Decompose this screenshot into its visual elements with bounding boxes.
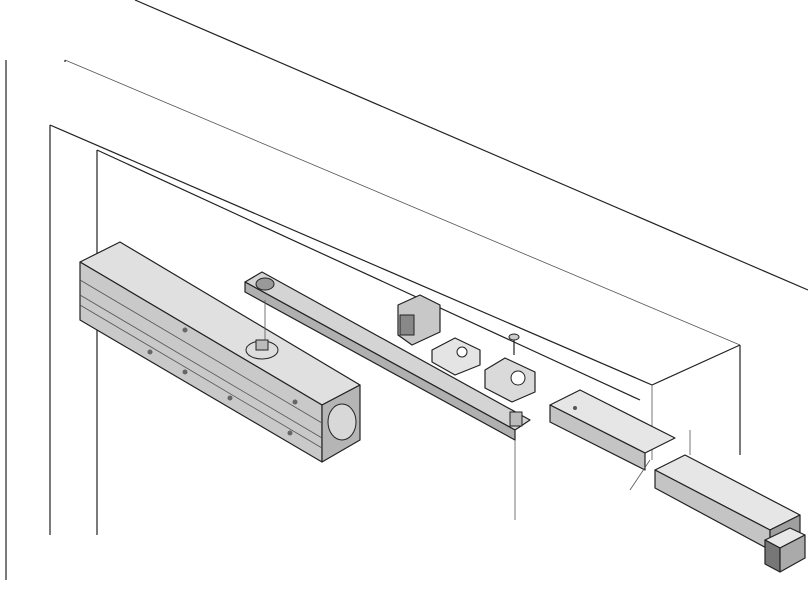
slide-block bbox=[484, 357, 536, 403]
closer-arm bbox=[244, 271, 531, 441]
screw bbox=[508, 333, 520, 355]
slide-track bbox=[549, 389, 801, 551]
end-cap bbox=[764, 527, 806, 573]
door-frame bbox=[49, 0, 808, 535]
arm-shoe bbox=[397, 294, 441, 346]
closer-body bbox=[79, 241, 361, 463]
clamp-piece bbox=[431, 337, 481, 376]
